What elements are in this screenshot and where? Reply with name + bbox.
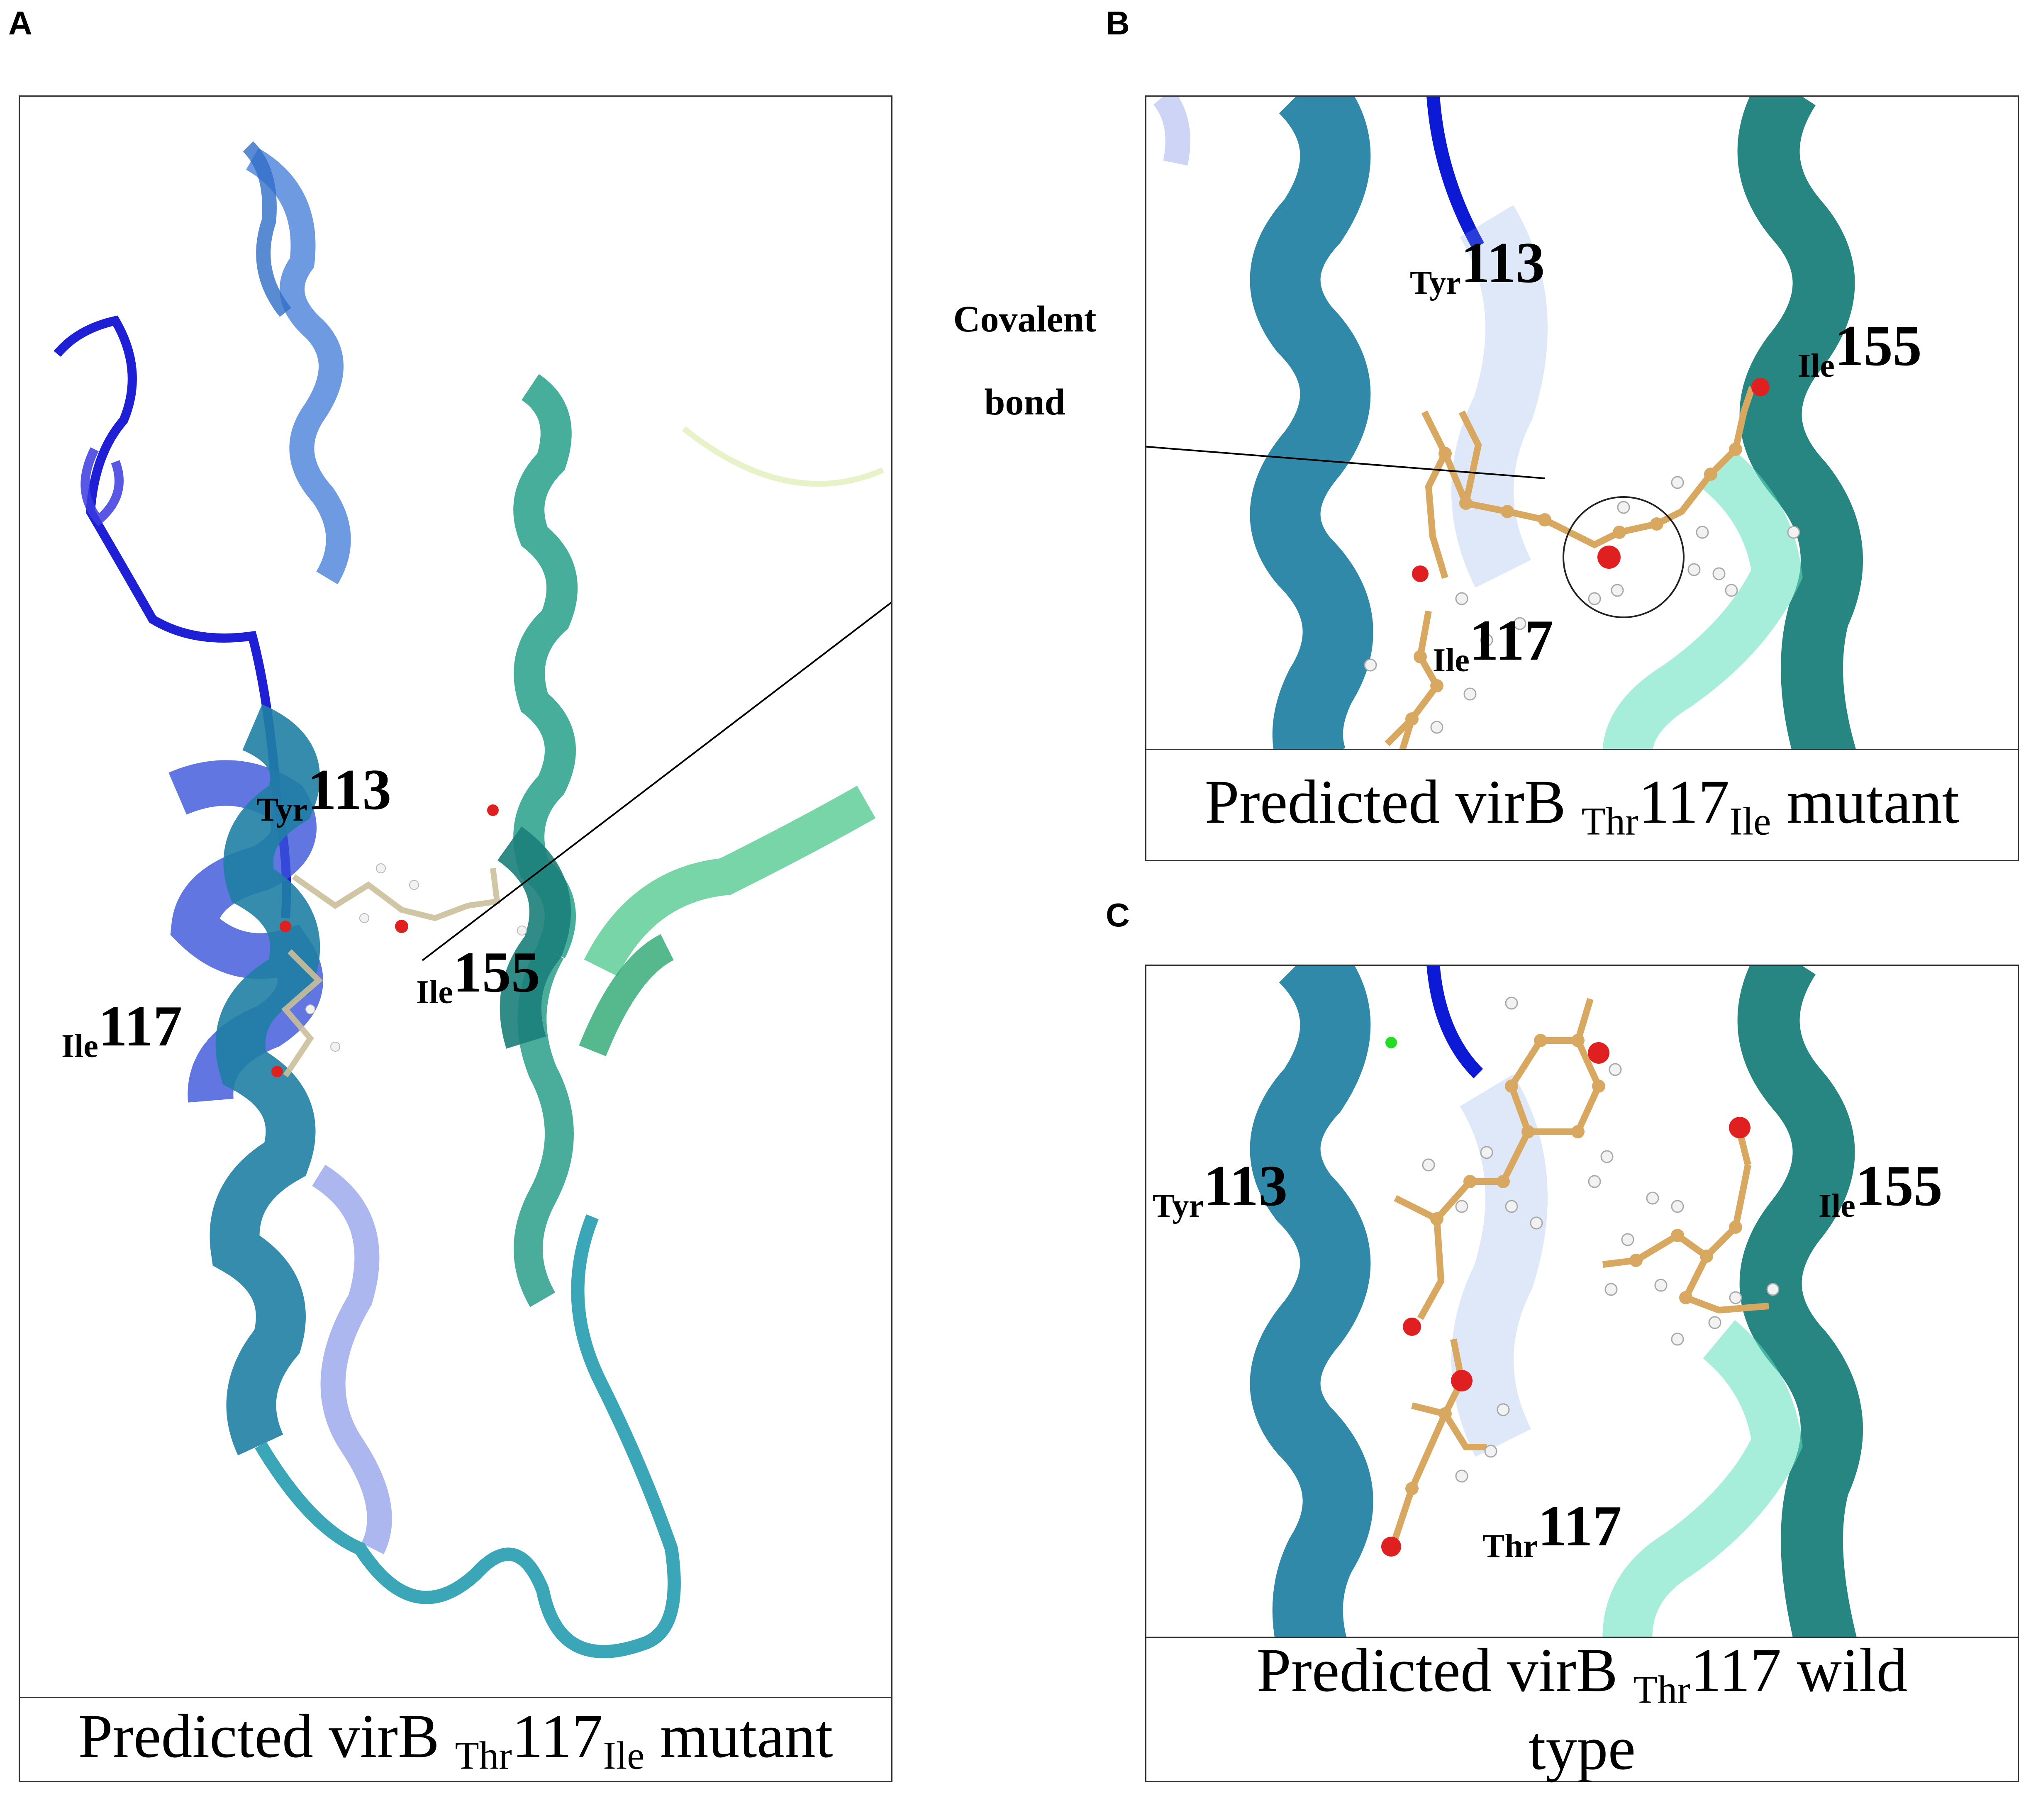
panel-a-label-ile155: Ile155 xyxy=(416,940,540,1011)
panel-b-caption: Predicted virB Thr117Ile mutant xyxy=(1145,749,2019,861)
panel-c-caption: Predicted virB Thr117 wild type xyxy=(1145,1636,2019,1783)
panel-c-label-ile155: Ile155 xyxy=(1819,1154,1943,1224)
panel-c-structure-view: Tyr113 Ile155 Thr117 xyxy=(1145,965,2019,1639)
panel-b-ribbon-art xyxy=(1146,97,1863,750)
panel-b-structure-view: Tyr113 Ile155 Ile117 xyxy=(1145,95,2019,751)
panel-c-ribbon-art xyxy=(1250,966,1863,1638)
covalent-bond-annotation: Covalent bond xyxy=(953,299,1097,423)
panel-letter-b: B xyxy=(1106,5,1130,41)
panel-a-label-tyr113: Tyr113 xyxy=(256,758,392,828)
panel-a-ribbon-art xyxy=(54,141,891,1659)
panel-letter-a: A xyxy=(8,5,32,41)
panel-letter-c: C xyxy=(1106,897,1130,933)
panel-a-caption: Predicted virB Thr117Ile mutant xyxy=(19,1697,892,1782)
panel-b-label-ile117: Ile117 xyxy=(1433,608,1554,679)
panel-c-label-tyr113: Tyr113 xyxy=(1153,1154,1288,1224)
panel-a-structure-view: Tyr113 Ile117 Ile155 xyxy=(19,95,892,1699)
panel-b-label-ile155: Ile155 xyxy=(1798,314,1922,384)
panel-b-label-tyr113: Tyr113 xyxy=(1410,231,1545,301)
panel-c-label-thr117: Thr117 xyxy=(1482,1494,1622,1564)
panel-a-label-ile117: Ile117 xyxy=(61,994,183,1065)
